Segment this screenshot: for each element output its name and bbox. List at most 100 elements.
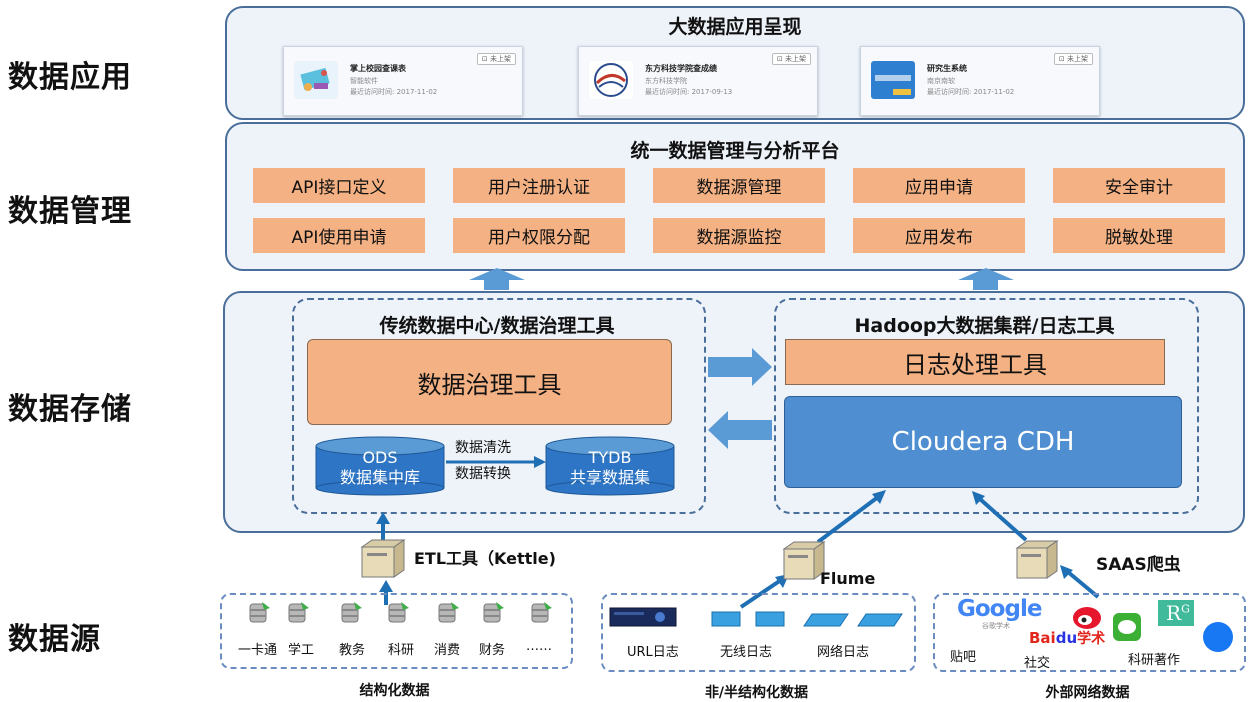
structured-source-box [220, 593, 573, 669]
facebook-icon [1203, 622, 1233, 652]
app-panel-title: 大数据应用呈现 [668, 16, 802, 38]
source-item-url-log: URL日志 [627, 645, 679, 660]
app-thumb-grades [589, 61, 633, 99]
tydb-label-line2: 共享数据集 [569, 468, 650, 487]
flume-server-icon [782, 541, 826, 580]
transform-label: 数据转换 [455, 466, 511, 482]
web-to-saas-arrow [1060, 565, 1073, 579]
mgmt-panel-title: 统一数据管理与分析平台 [630, 140, 840, 162]
app-thumb-schedule [294, 61, 338, 99]
arrow-to-traditional [708, 411, 772, 449]
mgmt-item-app-publish: 应用发布 [853, 218, 1025, 253]
db-icons-structured [249, 602, 552, 623]
hadoop-box [774, 298, 1199, 514]
layer-label-management: 数据管理 [8, 194, 132, 229]
hadoop-title: Hadoop大数据集群/日志工具 [854, 315, 1115, 337]
wechat-icon [1113, 613, 1141, 641]
app-thumb-graduate [871, 61, 915, 99]
log-tool-box: 日志处理工具 [785, 339, 1165, 385]
weibo-icon [1073, 607, 1101, 629]
flume-to-cdh-arrow [872, 490, 886, 504]
source-item-research-works: 科研著作 [1128, 653, 1181, 668]
clean-label: 数据清洗 [455, 440, 511, 456]
mgmt-item-datasource-manage: 数据源管理 [653, 168, 825, 203]
source-item-social: 社交 [1024, 656, 1051, 671]
source-item-tieba: 贴吧 [950, 650, 977, 665]
source-item-finance: 财务 [479, 643, 506, 658]
mgmt-item-user-permission: 用户权限分配 [453, 218, 625, 253]
baidu-xs-text: 学术 [1077, 631, 1106, 647]
governance-tool-box: 数据治理工具 [307, 339, 672, 425]
traditional-dc-box [292, 298, 706, 514]
ods-cylinder [315, 436, 445, 496]
up-arrow-left [469, 268, 525, 290]
app-status-badge: ⊡ 未上架 [476, 53, 516, 65]
mgmt-item-api-define: API接口定义 [253, 168, 425, 203]
app-status-badge: ⊡ 未上架 [1053, 53, 1093, 65]
mgmt-item-user-register: 用户注册认证 [453, 168, 625, 203]
app-panel: 大数据应用呈现 掌上校园查课表 智能软件 最近访问时间: 2017-11-02 … [225, 6, 1245, 120]
up-arrow-right [958, 268, 1014, 290]
etl-server-icon [360, 539, 406, 578]
semi-structured-source-box [601, 593, 916, 672]
structured-source-title: 结构化数据 [359, 683, 430, 699]
mgmt-item-security-audit: 安全审计 [1053, 168, 1225, 203]
google-scholar-sub: 谷歌学术 [982, 622, 1010, 630]
saas-label: SAAS爬虫 [1096, 555, 1181, 575]
app-name: 研究生系统 [927, 64, 967, 73]
saas-server-icon [1015, 540, 1059, 579]
app-name: 掌上校园查课表 [350, 64, 406, 73]
source-item-consumption: 消费 [434, 643, 461, 658]
layer-label-source: 数据源 [8, 622, 101, 657]
layer-label-application: 数据应用 [8, 60, 132, 95]
source-item-network-log: 网络日志 [817, 645, 870, 660]
app-visit-time: 最近访问时间: 2017-09-13 [645, 88, 733, 96]
arrow-to-hadoop [708, 348, 772, 386]
google-logo-text: Google [957, 596, 1042, 622]
source-item-research: 科研 [388, 643, 415, 658]
app-org: 东方科技学院 [645, 77, 687, 85]
etl-tool-label: ETL工具（Kettle) [414, 549, 556, 568]
url-log-device-icon [609, 607, 677, 627]
saas-to-cdh-arrow [972, 491, 985, 505]
mgmt-item-app-apply: 应用申请 [853, 168, 1025, 203]
ods-label-line1: ODS [362, 448, 398, 467]
app-card-schedule[interactable]: 掌上校园查课表 智能软件 最近访问时间: 2017-11-02 ⊡ 未上架 [283, 46, 523, 116]
app-org: 智能软件 [350, 77, 378, 85]
wireless-log-device-icon [711, 611, 785, 627]
rg-r: R [1166, 601, 1182, 625]
cloudera-cdh-box: Cloudera CDH [784, 396, 1182, 488]
layer-label-storage: 数据存储 [8, 392, 132, 427]
etl-up-arrow [376, 512, 390, 524]
source-item-card: 一卡通 [238, 643, 278, 658]
mgmt-item-desensitize: 脱敏处理 [1053, 218, 1225, 253]
app-visit-time: 最近访问时间: 2017-11-02 [350, 88, 438, 96]
source-item-wireless-log: 无线日志 [720, 645, 773, 660]
mgmt-item-api-apply: API使用申请 [253, 218, 425, 253]
rg-g: G [1181, 602, 1190, 616]
source-to-etl-arrow [379, 580, 393, 592]
ods-label-line2: 数据集中库 [339, 468, 420, 487]
source-item-more: …… [526, 639, 552, 654]
app-visit-time: 最近访问时间: 2017-11-02 [927, 88, 1015, 96]
traditional-dc-title: 传统数据中心/数据治理工具 [379, 315, 615, 337]
app-org: 南京南软 [927, 77, 955, 85]
app-name: 东方科技学院查成绩 [645, 64, 717, 73]
tydb-label-line1: TYDB [588, 448, 632, 467]
baidu-logo: Baidu学术 [1029, 629, 1106, 647]
semi-structured-source-title: 非/半结构化数据 [704, 685, 809, 701]
external-source-title: 外部网络数据 [1045, 685, 1130, 701]
tydb-cylinder [545, 436, 675, 496]
google-logo: Google [957, 596, 1042, 622]
app-card-grades[interactable]: 东方科技学院查成绩 东方科技学院 最近访问时间: 2017-09-13 ⊡ 未上… [578, 46, 818, 116]
baidu-logo-text: Bai [1029, 629, 1056, 647]
researchgate-icon [1158, 600, 1194, 626]
flume-label: Flume [820, 569, 876, 588]
app-status-badge: ⊡ 未上架 [771, 53, 811, 65]
network-log-device-icon [803, 613, 903, 627]
source-item-student-affairs: 学工 [288, 643, 315, 658]
researchgate-logo: RG [1166, 601, 1190, 625]
external-source-box [933, 593, 1246, 672]
app-card-graduate[interactable]: 研究生系统 南京南软 最近访问时间: 2017-11-02 ⊡ 未上架 [860, 46, 1100, 116]
